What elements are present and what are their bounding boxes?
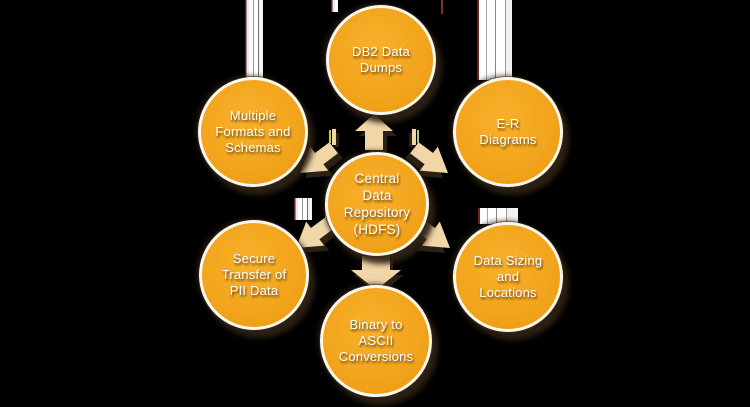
- node-label-line: Formats and: [215, 124, 291, 139]
- node-label-line: ASCII: [358, 333, 394, 348]
- arrow-down-icon: [347, 254, 405, 296]
- node-label-line: Locations: [479, 285, 537, 300]
- video-artifact-streak: [331, 0, 338, 12]
- node-label-line: Central: [354, 171, 400, 186]
- arrow-diagonal-upper-left-icon: [294, 127, 344, 187]
- video-artifact-streak: [477, 0, 512, 80]
- node-label-line: Dumps: [359, 60, 403, 75]
- node-db2-data-dumps: DB2 Data Dumps: [326, 5, 436, 115]
- node-label-line: DB2 Data: [352, 44, 410, 59]
- video-artifact-streak: [294, 198, 312, 220]
- node-label-line: Transfer of: [221, 267, 287, 282]
- node-label-line: and: [496, 269, 520, 284]
- node-data-sizing-locations: Data Sizing and Locations: [453, 222, 563, 332]
- video-artifact-streak: [245, 0, 263, 80]
- node-multiple-formats-schemas: Multiple Formats and Schemas: [198, 77, 308, 187]
- node-central-data-repository: Central Data Repository (HDFS): [325, 152, 429, 256]
- arrow-diagonal-upper-right-icon: [404, 127, 454, 187]
- node-label-line: Data Sizing: [473, 253, 543, 268]
- node-label-line: Diagrams: [479, 132, 537, 147]
- node-label-line: Repository: [343, 205, 411, 220]
- node-er-diagrams: E-R Diagrams: [453, 77, 563, 187]
- node-label-line: Data: [362, 188, 392, 203]
- arrow-up-icon: [352, 112, 400, 156]
- node-label-line: PII Data: [229, 283, 279, 298]
- node-binary-ascii-conversions: Binary to ASCII Conversions: [320, 285, 432, 397]
- node-label-line: Multiple: [229, 108, 277, 123]
- node-label-line: Binary to: [349, 317, 403, 332]
- node-label-line: Schemas: [225, 140, 281, 155]
- node-label-line: (HDFS): [353, 222, 401, 237]
- node-label-line: E-R: [496, 116, 520, 131]
- video-artifact-streak: [441, 0, 443, 14]
- node-label-line: Conversions: [338, 349, 414, 364]
- node-secure-transfer-pii: Secure Transfer of PII Data: [199, 220, 309, 330]
- video-artifact-streak: [478, 208, 518, 224]
- node-label-line: Secure: [232, 251, 276, 266]
